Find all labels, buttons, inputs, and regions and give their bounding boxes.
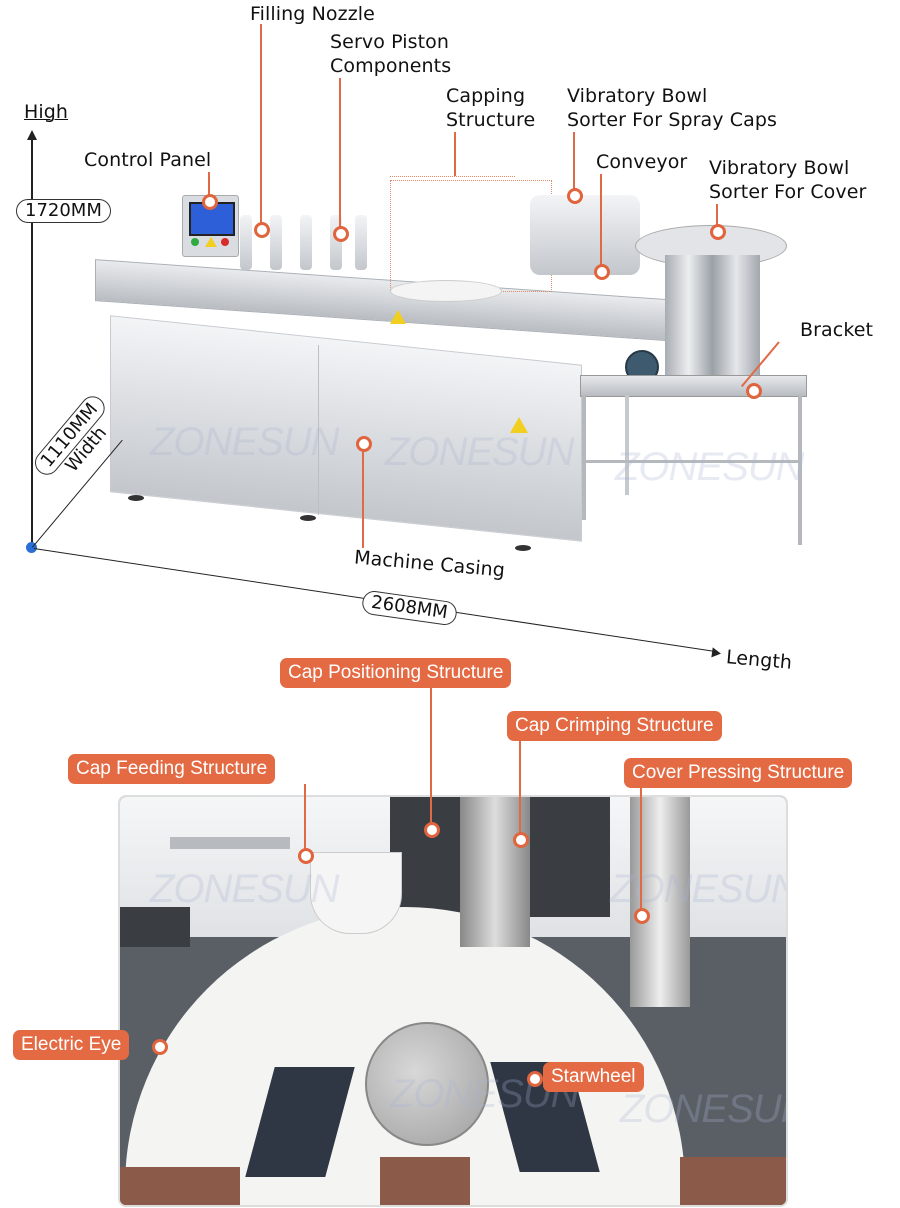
marker-dot <box>594 264 610 280</box>
height-axis-label: High <box>24 101 69 123</box>
marker-dot <box>567 188 583 204</box>
height-dimension-badge: 1720MM <box>16 199 111 223</box>
marker-dot <box>152 1039 168 1055</box>
marker-dot <box>513 832 529 848</box>
marker-dot <box>298 848 314 864</box>
length-dimension-badge: 2608MM <box>360 589 459 627</box>
bracket-shape <box>580 375 807 397</box>
machine-overview-diagram: ZONESUN ZONESUN ZONESUN High 1720MM 1110… <box>16 3 890 674</box>
marker-dot <box>424 822 440 838</box>
height-axis-line <box>31 138 33 548</box>
watermark: ZONESUN <box>385 430 575 474</box>
watermark: ZONESUN <box>615 445 805 489</box>
watermark: ZONESUN <box>620 1087 786 1131</box>
height-axis-arrow-icon <box>27 130 37 140</box>
marker-dot <box>356 436 372 452</box>
watermark: ZONESUN <box>150 420 340 464</box>
marker-dot <box>746 383 762 399</box>
capping-detail-photo: ZONESUN ZONESUN ZONESUN ZONESUN <box>118 795 788 1207</box>
capping-detail-section: ZONESUN ZONESUN ZONESUN ZONESUN Cap Posi… <box>0 650 900 1208</box>
machine-illustration <box>90 170 890 570</box>
marker-dot <box>710 224 726 240</box>
watermark: ZONESUN <box>150 867 340 911</box>
marker-dot <box>202 194 218 210</box>
marker-dot <box>333 226 349 242</box>
marker-dot <box>254 222 270 238</box>
origin-dot <box>26 542 37 553</box>
marker-dot <box>527 1071 543 1087</box>
marker-dot <box>634 908 650 924</box>
watermark: ZONESUN <box>610 867 788 911</box>
